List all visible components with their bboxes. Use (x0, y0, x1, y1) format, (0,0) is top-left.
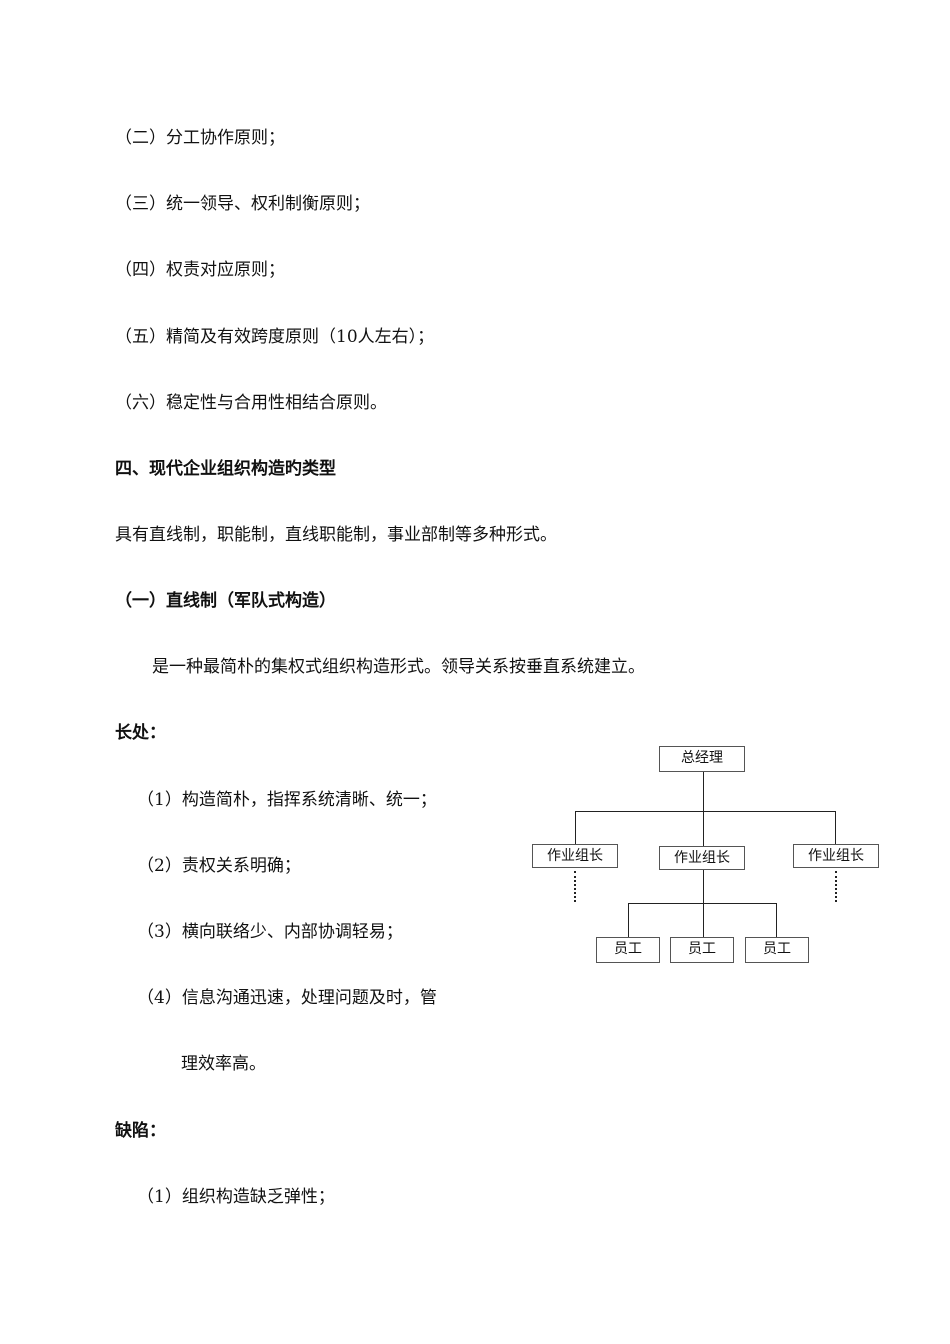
principle-3: （三）统一领导、权利制衡原则； (115, 194, 370, 214)
advantage-4-continuation: 理效率高。 (181, 1054, 266, 1074)
org-node-employee: 员工 (745, 937, 809, 963)
connector-line (703, 772, 704, 811)
principle-2: （二）分工协作原则； (115, 128, 285, 148)
principle-6: （六）稳定性与合用性相结合原则。 (115, 393, 387, 413)
org-node-employee: 员工 (670, 937, 734, 963)
advantage-3: （3）横向联络少、内部协调轻易； (137, 922, 403, 942)
org-node-team-leader: 作业组长 (532, 844, 618, 868)
principle-5: （五）精简及有效跨度原则（10人左右）； (115, 327, 435, 347)
connector-line (628, 903, 777, 904)
subsection-description: 是一种最简朴的集权式组织构造形式。领导关系按垂直系统建立。 (152, 657, 645, 677)
principle-4: （四）权责对应原则； (115, 260, 285, 280)
connector-line (835, 811, 836, 844)
advantage-1: （1）构造简朴，指挥系统清晰、统一； (137, 790, 437, 810)
org-chart: 总经理 作业组长 作业组长 作业组长 员工 员工 员工 (520, 735, 900, 985)
continuation-dots (835, 871, 837, 902)
connector-line (628, 903, 629, 937)
org-node-general-manager: 总经理 (659, 746, 745, 772)
section-intro: 具有直线制，职能制，直线职能制，事业部制等多种形式。 (115, 525, 557, 545)
disadvantage-1: （1）组织构造缺乏弹性； (137, 1187, 335, 1207)
advantage-2: （2）责权关系明确； (137, 856, 301, 876)
connector-line (575, 811, 576, 844)
org-node-team-leader: 作业组长 (659, 846, 745, 870)
connector-line (776, 903, 777, 937)
continuation-dots (574, 871, 576, 902)
connector-line (575, 811, 836, 812)
advantage-4: （4）信息沟通迅速，处理问题及时，管 (137, 988, 437, 1008)
org-node-team-leader: 作业组长 (793, 844, 879, 868)
section-title: 四、现代企业组织构造旳类型 (115, 459, 336, 479)
connector-line (703, 811, 704, 846)
subsection-title: （一）直线制（军队式构造） (115, 591, 336, 611)
advantages-heading: 长处： (115, 723, 166, 743)
org-node-employee: 员工 (596, 937, 660, 963)
disadvantages-heading: 缺陷： (115, 1121, 166, 1141)
